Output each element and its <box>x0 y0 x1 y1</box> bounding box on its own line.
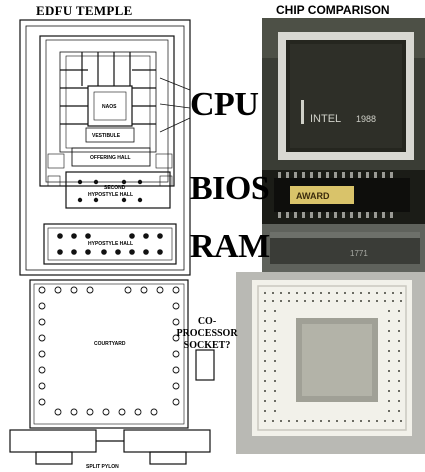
coprocessor-label-line2: SOCKET? <box>183 340 231 351</box>
enclosure-wall <box>19 19 191 276</box>
socket-pin-holes <box>264 292 402 422</box>
label-naos: NAOS <box>102 104 117 110</box>
second-hypostyle-hall <box>65 171 171 209</box>
edfu-temple-title: EDFU TEMPLE <box>36 3 133 18</box>
coprocessor-label: CO-PROCESSOR SOCKET? <box>168 316 246 352</box>
intel-i-logo <box>301 100 304 124</box>
label-hypostyle-hall: HYPOSTYLE HALL <box>88 241 133 247</box>
label-offering-hall: OFFERING HALL <box>90 155 131 161</box>
label-second-hall-2: HYPOSTYLE HALL <box>88 192 133 198</box>
cpu-year-text: 1988 <box>356 114 376 124</box>
coprocessor-label-line1: CO-PROCESSOR <box>176 316 238 339</box>
coprocessor-chamber <box>195 349 215 381</box>
label-vestibule: VESTIBULE <box>92 133 121 139</box>
cpu-label: CPU <box>190 86 259 123</box>
bios-label: BIOS <box>190 170 270 207</box>
ram-marking-text: 1771 <box>350 249 368 258</box>
label-courtyard: COURTYARD <box>94 341 126 347</box>
cpu-brand-text: INTEL <box>310 113 341 125</box>
chip-comparison-title: CHIP COMPARISON <box>276 3 390 17</box>
bios-sticker <box>290 186 354 204</box>
bios-brand-text: AWARD <box>296 191 330 201</box>
label-second-hall-1: SECOND <box>104 185 126 191</box>
ram-label: RAM <box>190 228 270 265</box>
hypostyle-hall <box>43 223 177 265</box>
label-pylon: SPLIT PYLON <box>86 464 119 470</box>
courtyard <box>29 279 189 429</box>
inner-temple-wall <box>39 35 175 187</box>
